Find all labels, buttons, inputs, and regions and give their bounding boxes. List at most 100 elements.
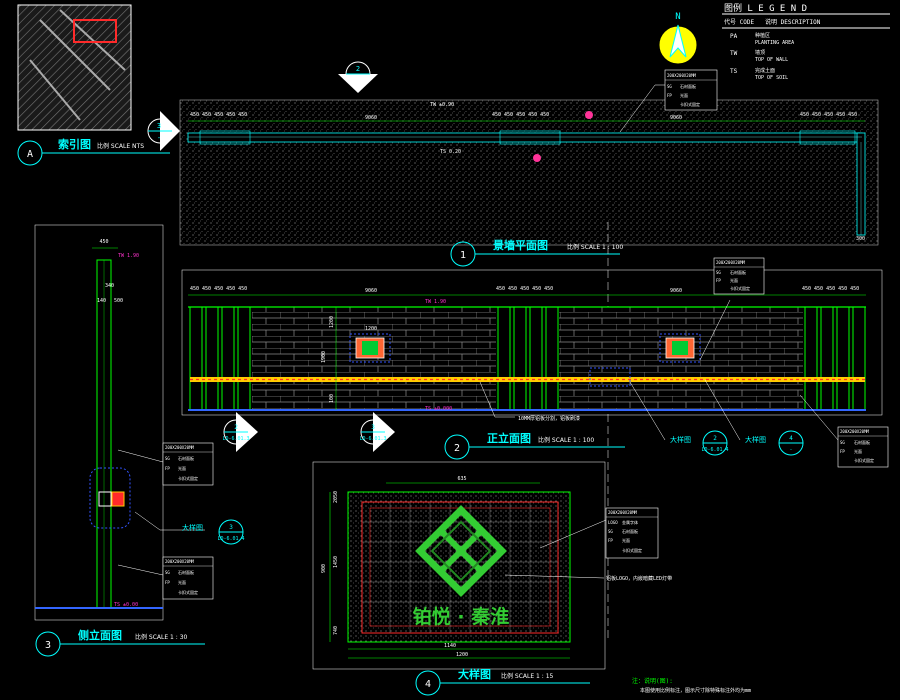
detail-view-title: 大样图: [458, 667, 491, 681]
note-value: 石材面板: [622, 528, 638, 534]
note-code: 200X200X20MM: [165, 559, 194, 564]
side-top-level: TW 1.90: [118, 253, 139, 259]
note-key: SG: [840, 440, 845, 445]
note-code: 200X200X20MM: [716, 260, 745, 265]
note-key: LOGO: [608, 520, 618, 525]
side-dim-3: 500: [114, 298, 123, 304]
side-material-note-a: 200X200X20MM SG 石材面板 FP 光面 卡扣式固定: [162, 442, 214, 486]
front-dim-seg-4: 9060: [670, 288, 682, 294]
detail-note: 铝板LOGO，内嵌暗藏LED灯带: [606, 575, 672, 582]
plan-view: 450 450 450 450 450 9060 450 450 450 450…: [147, 61, 879, 267]
section-marker: 2: [338, 61, 378, 93]
legend-col-code: 代号 CODE: [724, 18, 754, 26]
note-value: 光面: [680, 92, 688, 98]
callout-marker: 2 LD-6.01.3: [222, 412, 258, 452]
callout-ref: 4: [789, 435, 793, 442]
side-view-scale: 比例 SCALE 1 : 30: [135, 633, 188, 641]
legend-row: TS 完成土面 TOP OF SOIL: [730, 67, 788, 81]
legend-desc-cn: 完成土面: [755, 67, 775, 74]
front-dim-seg-2: 9060: [365, 288, 377, 294]
note-value: 光面: [854, 448, 862, 454]
plan-dim-right: 300: [856, 236, 865, 242]
note-key: SG: [667, 84, 672, 89]
legend-desc-cn: 墙顶: [755, 49, 765, 56]
legend-code: TW: [730, 50, 738, 57]
north-arrow: N: [659, 12, 697, 64]
note-key: SG: [716, 270, 721, 275]
callout-marker: 4 - 大样图: [745, 430, 804, 456]
note-key: FP: [716, 278, 721, 283]
side-material-note-b: 200X200X20MM SG 石材面板 FP 光面 卡扣式固定: [162, 556, 214, 600]
front-height-2: 1200: [329, 316, 335, 328]
logo-emblem: [415, 505, 507, 597]
callout-sheet: LD-6.01.3: [359, 436, 386, 442]
detail-h4: 740: [333, 626, 339, 635]
callout-ref: 2: [713, 435, 717, 442]
side-view-number: 3: [45, 640, 51, 651]
callout-marker: 3 LD-6.01.3: [359, 412, 395, 452]
plan-dim-seg-4: 9060: [670, 115, 682, 121]
side-logo-block: [111, 491, 125, 507]
callout-sheet: -: [789, 447, 792, 453]
side-view-title: 侧立面图: [78, 628, 122, 642]
page-notes-title: 注：说明(图):: [632, 677, 673, 685]
note-code: 200X200X20MM: [667, 73, 696, 78]
note-code: 200X200X20MM: [608, 510, 637, 515]
front-material-note-b: 200X200X20MM SG 石材面板 FP 光面 卡扣式固定: [837, 426, 889, 468]
legend-code: PA: [730, 33, 738, 40]
front-bottom-level: TS ±0.000: [425, 406, 452, 412]
detail-inner-width: 635: [457, 476, 466, 482]
section-marker-bottom: -: [157, 134, 161, 142]
front-top-level: TW 1.90: [425, 299, 446, 305]
index-view-title: 索引图: [58, 137, 91, 151]
plan-dim-seg-5: 450 450 450 450 450: [800, 112, 857, 118]
north-label: N: [675, 12, 680, 22]
note-value: 石材面板: [730, 269, 746, 275]
legend-col-desc: 说明 DESCRIPTION: [765, 18, 821, 26]
detail-grid: [362, 502, 558, 633]
front-panel-width: 1200: [365, 326, 377, 332]
callout-sheet: LD-6.01.4: [701, 447, 728, 453]
logo-text: 铂悦 · 秦淮: [413, 605, 509, 628]
note-value: 卡扣式固定: [622, 547, 642, 553]
callout-label: 大样图: [745, 435, 766, 444]
wall-logo-left: [349, 333, 391, 363]
note-key: FP: [165, 580, 170, 585]
detail-h1: 2050: [333, 491, 339, 503]
callout-label: 大样图: [670, 435, 691, 444]
legend-row: TW 墙顶 TOP OF WALL: [730, 49, 788, 63]
legend-desc-en: TOP OF WALL: [755, 57, 788, 63]
front-view-scale: 比例 SCALE 1 : 100: [538, 436, 594, 444]
note-value: 卡扣式固定: [680, 101, 700, 107]
planting-area-marker: [585, 111, 593, 119]
pillar-group-left: [189, 306, 251, 411]
callout-sheet: LD-6.01.4: [217, 536, 244, 542]
note-value: 石材面板: [680, 83, 696, 89]
legend-desc-en: PLANTING AREA: [755, 40, 794, 46]
front-dim-seg-5: 450 450 450 450 450: [802, 286, 859, 292]
front-note: 10MM厚铝板分割，铝板刷漆: [518, 415, 580, 422]
planting-area-marker: [533, 154, 541, 162]
detail-view-number: 4: [425, 679, 431, 690]
detail-h2: 1450: [333, 556, 339, 568]
plan-dim-seg-2: 9060: [365, 115, 377, 121]
note-key: FP: [667, 93, 672, 98]
index-map: [17, 4, 132, 131]
index-title-block: A 索引图 比例 SCALE NTS: [17, 137, 170, 166]
side-dim-1: 340: [105, 283, 114, 289]
front-view-number: 2: [454, 443, 460, 454]
note-key: SG: [165, 570, 170, 575]
legend-code: TS: [730, 68, 738, 75]
callout-sheet: LD-6.01.3: [222, 436, 249, 442]
detail-view: 铂悦 · 秦淮 635 1140 1200 2050 1450 900 740 …: [312, 461, 672, 696]
note-value: 卡扣式固定: [730, 285, 750, 291]
side-bottom-level: TS ±0.00: [114, 602, 138, 608]
side-width: 450: [99, 239, 108, 245]
plan-dim-seg-1: 450 450 450 450 450: [190, 112, 247, 118]
legend-title: 图例 L E G E N D: [724, 2, 807, 14]
note-value: 卡扣式固定: [178, 475, 198, 481]
note-value: 光面: [178, 465, 186, 471]
detail-view-scale: 比例 SCALE 1 : 15: [501, 672, 554, 680]
index-view-scale: 比例 SCALE NTS: [97, 142, 144, 150]
